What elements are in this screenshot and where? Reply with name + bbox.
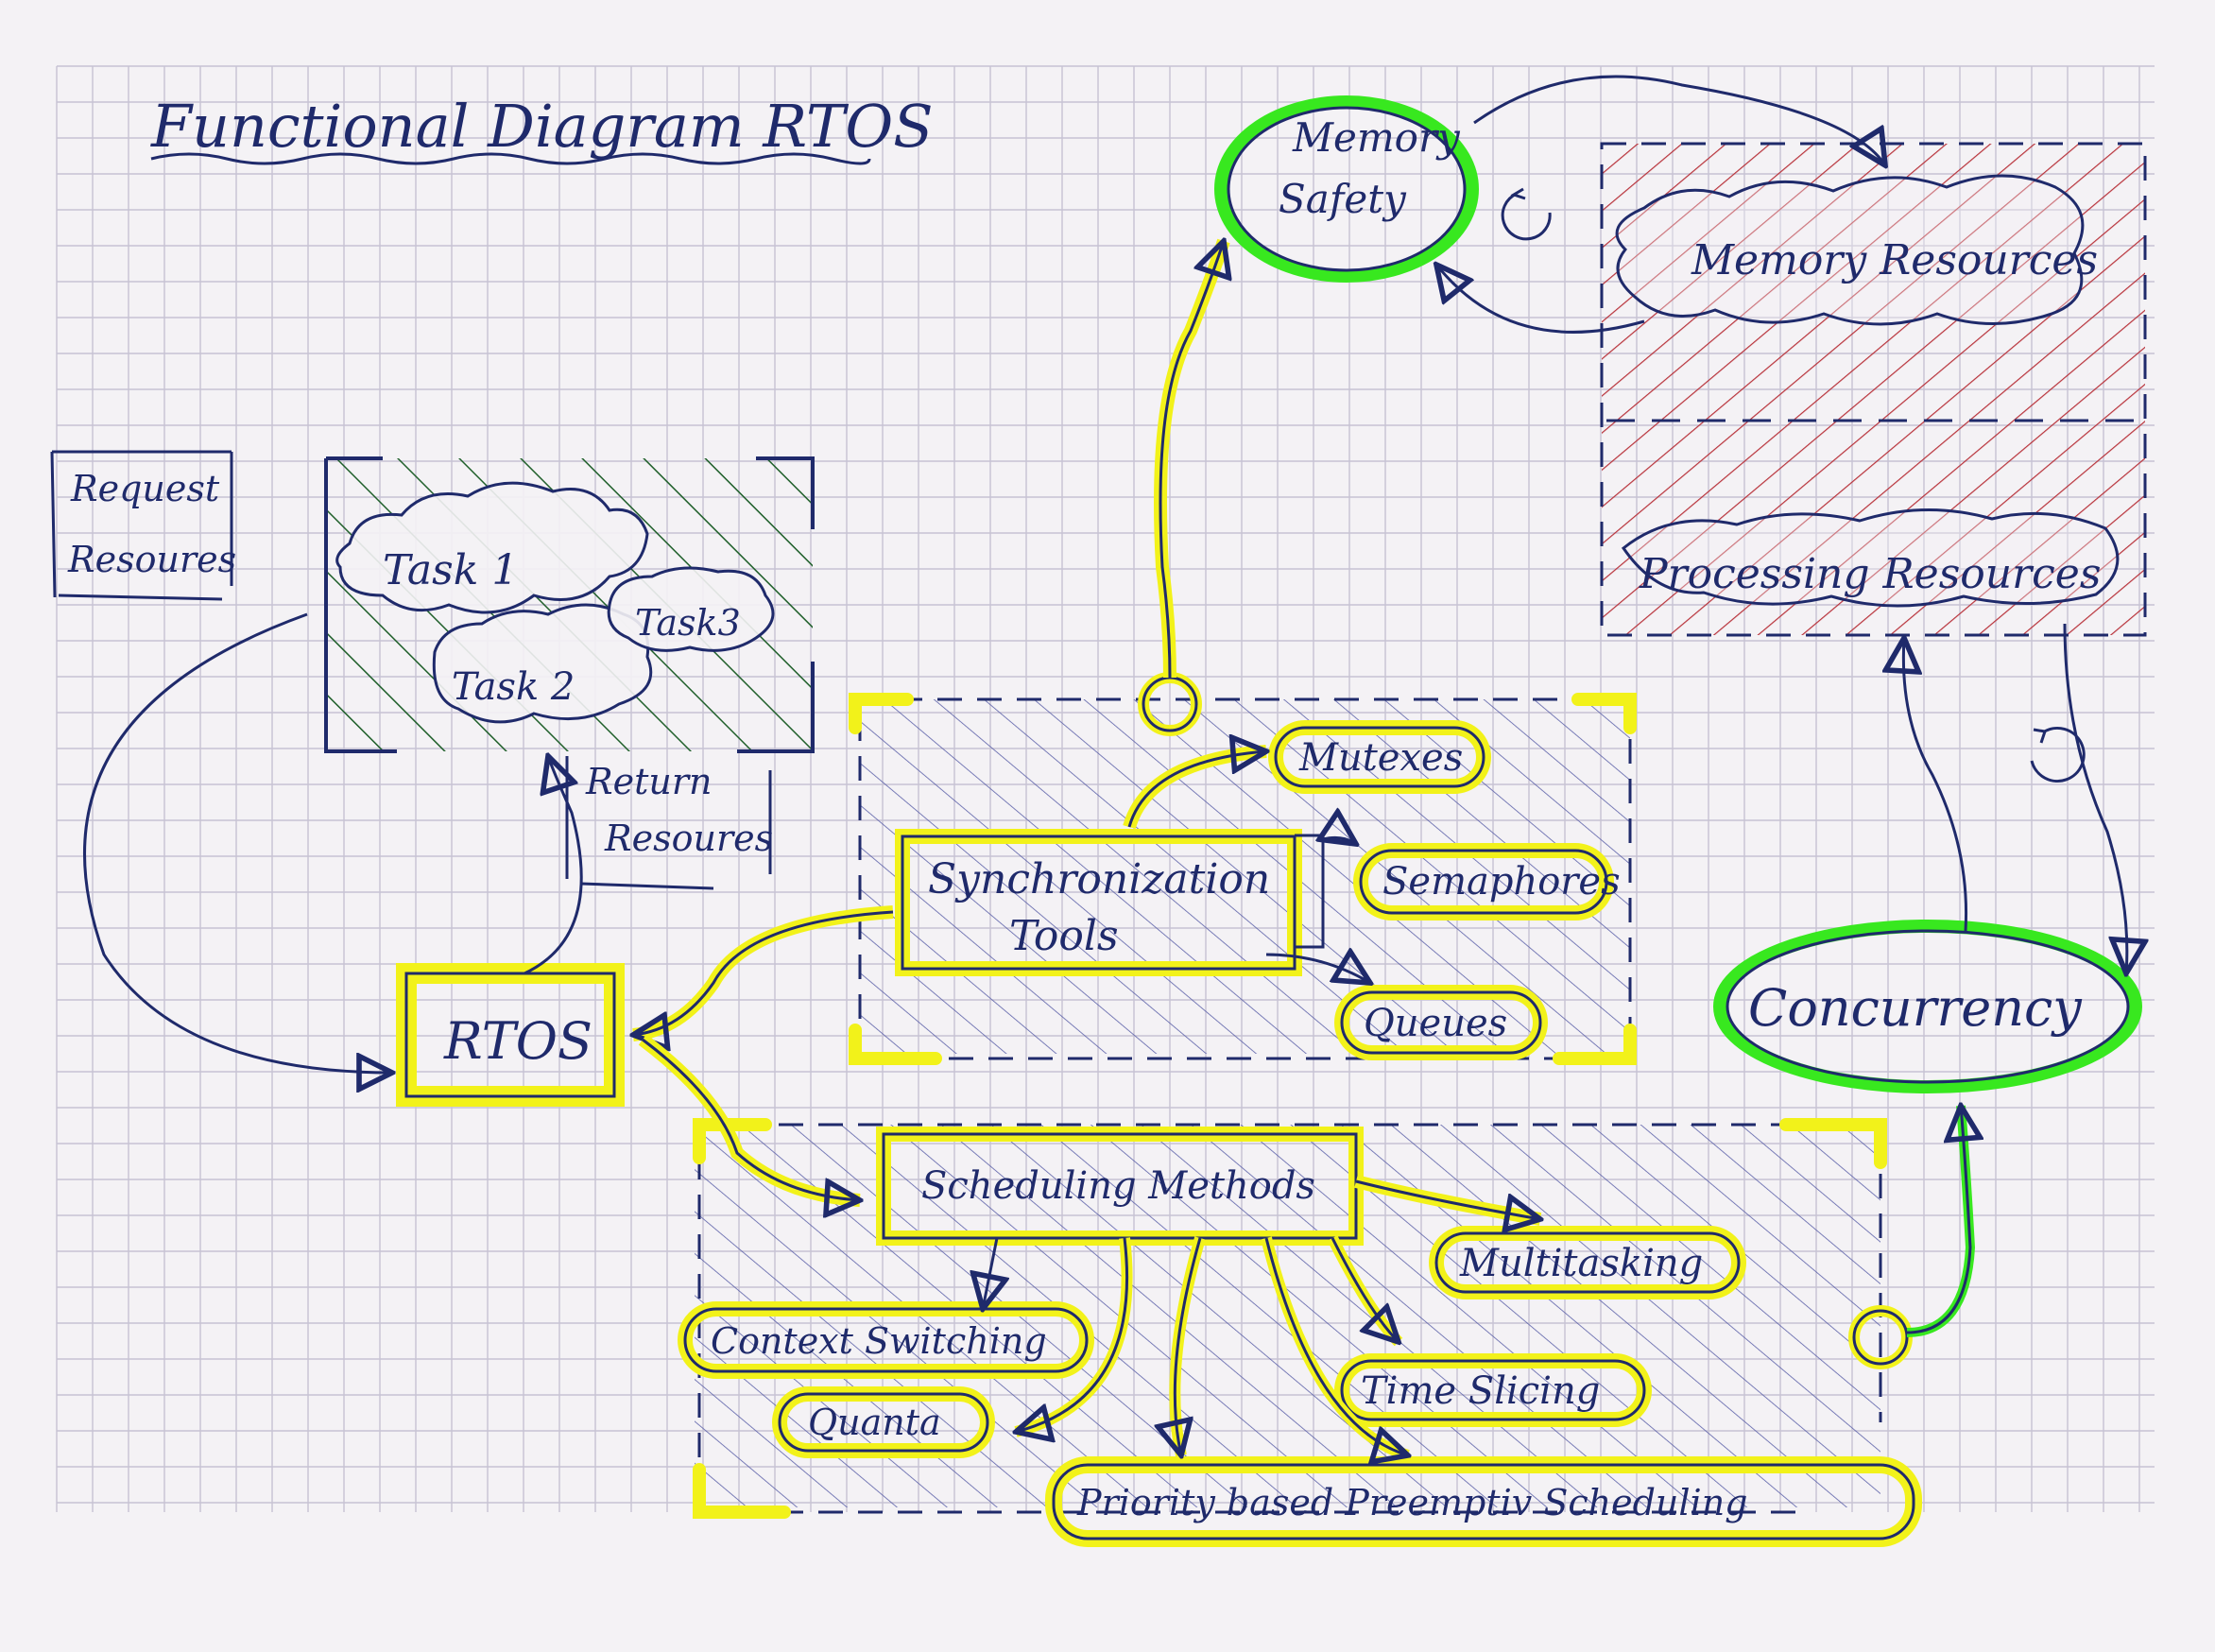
cycle-icon-top — [1501, 187, 1552, 241]
request-resources-node: Request Resoures — [50, 450, 236, 601]
queues-label: Queues — [1364, 1002, 1507, 1045]
queues-pill — [1340, 990, 1542, 1055]
memory-safety-highlight — [1214, 95, 1479, 283]
task1-cloud — [335, 481, 649, 614]
arrow-scheduling-to-concurrency — [1906, 1106, 1970, 1334]
return-resources-line2: Resoures — [604, 817, 773, 859]
arrow-sync-to-rtos — [633, 910, 894, 1035]
arrow-request-to-rtos — [83, 612, 392, 1073]
multitasking-label: Multitasking — [1459, 1242, 1703, 1285]
memory-resources-label: Memory Resources — [1691, 236, 2098, 284]
memory-safety-node: Memory Safety — [1214, 95, 1479, 283]
page-title: Functional Diagram RTOS — [150, 92, 934, 161]
title-underline — [150, 152, 871, 165]
sync-arrows — [1123, 751, 1370, 983]
sync-tools-bracket — [1295, 834, 1325, 949]
memory-safety-line1: Memory — [1292, 114, 1461, 161]
concurrency-label: Concurrency — [1748, 978, 2083, 1038]
task3-cloud — [607, 566, 775, 652]
context-switching-label: Context Switching — [711, 1320, 1047, 1362]
tasks-corners — [324, 456, 815, 753]
return-resources-line1: Return — [585, 761, 712, 802]
resources-block: Memory Resources Processing Resources — [1600, 142, 2147, 637]
rtos-label: RTOS — [443, 1011, 592, 1071]
arrow-sync-to-memory-safety — [1159, 241, 1224, 679]
priority-label: Priority based Preemptiv Scheduling — [1076, 1482, 1748, 1523]
return-resources-node: Return Resoures — [565, 756, 773, 890]
semaphores-label: Semaphores — [1382, 860, 1621, 903]
arrow-processing-to-concurrency — [2063, 623, 2127, 973]
sync-border — [858, 697, 1632, 1060]
sync-tools-line1: Synchronization — [928, 855, 1270, 903]
task1-label: Task 1 — [383, 546, 518, 594]
rtos-node: RTOS — [396, 963, 625, 1107]
concurrency-outline — [1726, 929, 2130, 1084]
concurrency-node: Concurrency — [1713, 920, 2142, 1093]
arrow-concurrency-to-processing — [1903, 638, 1968, 932]
quanta-label: Quanta — [808, 1402, 941, 1443]
time-slicing-label: Time Slicing — [1361, 1369, 1600, 1413]
mutexes-label: Mutexes — [1298, 736, 1463, 780]
arrow-rtos-to-tasks — [524, 756, 583, 975]
sync-corner-highlights — [849, 693, 1637, 1065]
processing-resources-label: Processing Resources — [1639, 550, 2101, 598]
task2-cloud — [432, 603, 653, 724]
request-resources-line2: Resoures — [67, 539, 236, 580]
time-slicing-pill — [1340, 1359, 1646, 1421]
arrow-rtos-to-scheduling — [642, 1038, 860, 1200]
request-resources-line1: Request — [70, 468, 220, 509]
priority-pill — [1052, 1463, 1915, 1540]
task2-label: Task 2 — [452, 665, 575, 709]
context-switching-pill — [683, 1307, 1089, 1373]
tasks-block: Task 1 Task 2 Task3 — [324, 456, 815, 753]
scheduling-methods-label: Scheduling Methods — [921, 1164, 1315, 1208]
title-group: Functional Diagram RTOS — [150, 92, 934, 165]
sync-tools-box — [901, 835, 1296, 971]
multitasking-pill — [1434, 1231, 1741, 1294]
scheduling-corner-highlights — [693, 1118, 1887, 1519]
main-connectors — [83, 75, 2127, 1369]
processing-resources-cloud — [1621, 508, 2120, 608]
concurrency-highlight — [1713, 920, 2142, 1093]
resources-hatch — [1602, 144, 2145, 635]
arrow-memsafety-to-memres — [1473, 75, 1885, 165]
semaphores-pill — [1359, 849, 1608, 915]
memory-safety-line2: Safety — [1279, 176, 1407, 222]
quanta-pill — [778, 1392, 989, 1453]
rtos-box — [404, 972, 616, 1098]
memory-resources-cloud — [1615, 174, 2085, 326]
scheduling-arrows — [983, 1175, 1540, 1455]
memory-safety-outline — [1227, 106, 1467, 272]
mutexes-pill — [1274, 726, 1485, 788]
request-resources-bracket — [50, 450, 233, 601]
sync-tools-line2: Tools — [1009, 912, 1119, 960]
task3-label: Task3 — [635, 602, 741, 644]
arrow-memres-to-memsafety — [1436, 265, 1645, 334]
